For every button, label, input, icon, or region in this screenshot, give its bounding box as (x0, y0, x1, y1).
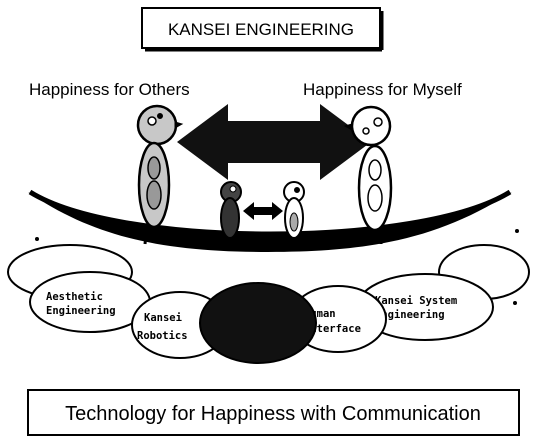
aesthetic-line2: Engineering (46, 305, 116, 317)
dark-band (28, 192, 512, 252)
title-text: KANSEI ENGINEERING (168, 20, 354, 39)
robot-right (343, 105, 393, 244)
robot-small-right (283, 181, 305, 249)
robot-small-left (220, 181, 242, 249)
robot-left (136, 104, 184, 245)
center-dark-ellipse (199, 282, 317, 364)
kansei-system-line2: Engineering (375, 309, 445, 321)
band-outline (28, 189, 512, 237)
footer-box: Technology for Happiness with Communicat… (27, 389, 520, 436)
footer-text: Technology for Happiness with Communicat… (65, 403, 481, 425)
title-box: KANSEI ENGINEERING (141, 7, 384, 52)
robotics-line1: Kansei (144, 312, 182, 324)
human-line2: Interface (304, 323, 361, 335)
big-double-arrow (177, 104, 371, 180)
label-happiness-others: Happiness for Others (29, 80, 190, 99)
kansei-system-line1: Kansei System (375, 295, 457, 307)
label-happiness-myself: Happiness for Myself (303, 80, 462, 99)
robotics-line2: Robotics (137, 330, 188, 342)
aesthetic-line1: Aesthetic (46, 291, 103, 303)
small-double-arrow (243, 202, 283, 220)
